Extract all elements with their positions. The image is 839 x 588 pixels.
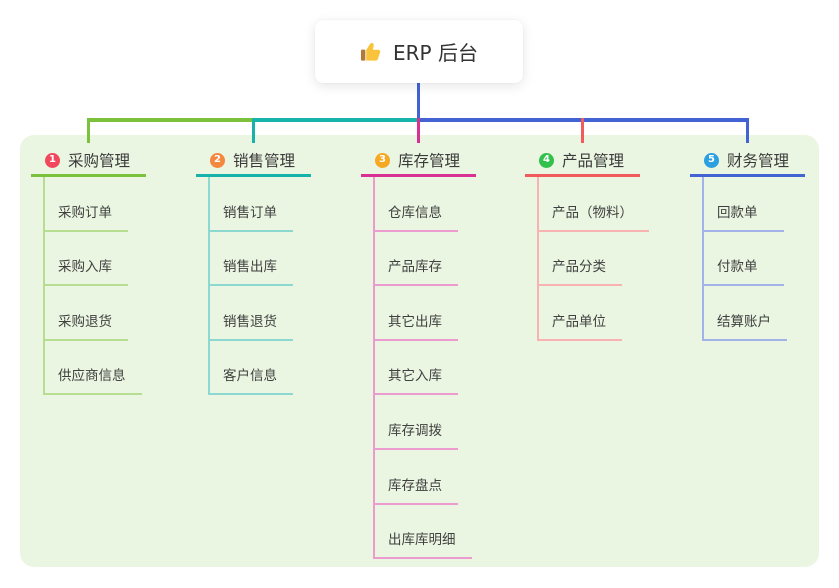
branch-5-title: 财务管理 <box>727 152 790 170</box>
root-title: ERP 后台 <box>393 41 478 65</box>
branch-4-children: 产品（物料）产品分类产品单位 <box>537 177 649 341</box>
branch-3-child-3[interactable]: 其它出库 <box>375 286 458 341</box>
branch-4-node[interactable]: 4 产品管理 <box>525 146 640 177</box>
branch-5-child-3[interactable]: 结算账户 <box>704 286 787 341</box>
branch-5-child-1[interactable]: 回款单 <box>704 177 784 232</box>
branch-5-node[interactable]: 5 财务管理 <box>690 146 805 177</box>
branch-2-child-4[interactable]: 客户信息 <box>210 341 293 396</box>
branch-3-child-1[interactable]: 仓库信息 <box>375 177 458 232</box>
connector-drop-1 <box>86 118 91 143</box>
branch-5-badge: 5 <box>704 152 719 168</box>
branch-4-child-3[interactable]: 产品单位 <box>539 286 622 341</box>
branch-2-node[interactable]: 2 销售管理 <box>196 146 311 177</box>
root-node[interactable]: ERP 后台 <box>315 20 523 83</box>
branch-1-children: 采购订单采购入库采购退货供应商信息 <box>43 177 146 396</box>
branch-1-node[interactable]: 1 采购管理 <box>31 146 146 177</box>
branch-2-child-2[interactable]: 销售出库 <box>210 232 293 287</box>
branch-4-title: 产品管理 <box>562 152 625 170</box>
branch-5-children: 回款单付款单结算账户 <box>702 177 805 341</box>
branch-3-child-5[interactable]: 库存调拨 <box>375 395 458 450</box>
thumbs-up-icon <box>360 42 381 61</box>
branch-1: 1 采购管理 采购订单采购入库采购退货供应商信息 <box>31 146 146 396</box>
branch-1-child-3[interactable]: 采购退货 <box>45 286 128 341</box>
branch-2-children: 销售订单销售出库销售退货客户信息 <box>208 177 311 396</box>
connector-bar-teal <box>253 118 419 122</box>
branch-3-children: 仓库信息产品库存其它出库其它入库库存调拨库存盘点出库库明细 <box>373 177 476 560</box>
branch-2: 2 销售管理 销售订单销售出库销售退货客户信息 <box>196 146 311 396</box>
branch-1-child-4[interactable]: 供应商信息 <box>45 341 142 396</box>
branch-3-child-4[interactable]: 其它入库 <box>375 341 458 396</box>
connector-drop-4 <box>580 118 585 143</box>
branch-1-title: 采购管理 <box>68 152 131 170</box>
branch-3-child-2[interactable]: 产品库存 <box>375 232 458 287</box>
branch-3-title: 库存管理 <box>398 152 461 170</box>
branch-3-child-6[interactable]: 库存盘点 <box>375 450 458 505</box>
connector-drop-3 <box>416 118 421 143</box>
branch-4-child-2[interactable]: 产品分类 <box>539 232 622 287</box>
branch-1-badge: 1 <box>45 152 60 168</box>
branch-4: 4 产品管理 产品（物料）产品分类产品单位 <box>525 146 649 341</box>
branch-2-child-3[interactable]: 销售退货 <box>210 286 293 341</box>
connector-drop-2 <box>251 118 256 143</box>
branch-2-badge: 2 <box>210 152 225 168</box>
connector-drop-5 <box>745 118 750 143</box>
branch-2-child-1[interactable]: 销售订单 <box>210 177 293 232</box>
branch-3: 3 库存管理 仓库信息产品库存其它出库其它入库库存调拨库存盘点出库库明细 <box>361 146 476 560</box>
branch-4-child-1[interactable]: 产品（物料） <box>539 177 649 232</box>
branch-4-badge: 4 <box>539 152 554 168</box>
branch-5-child-2[interactable]: 付款单 <box>704 232 784 287</box>
canvas-panel <box>20 135 819 567</box>
branch-1-child-1[interactable]: 采购订单 <box>45 177 128 232</box>
branch-3-badge: 3 <box>375 152 390 168</box>
branch-1-child-2[interactable]: 采购入库 <box>45 232 128 287</box>
branch-5: 5 财务管理 回款单付款单结算账户 <box>690 146 805 341</box>
connector-bar-green <box>88 118 257 122</box>
branch-3-node[interactable]: 3 库存管理 <box>361 146 476 177</box>
connector-root-stem <box>416 83 421 122</box>
branch-3-child-7[interactable]: 出库库明细 <box>375 505 472 560</box>
branch-2-title: 销售管理 <box>233 152 296 170</box>
